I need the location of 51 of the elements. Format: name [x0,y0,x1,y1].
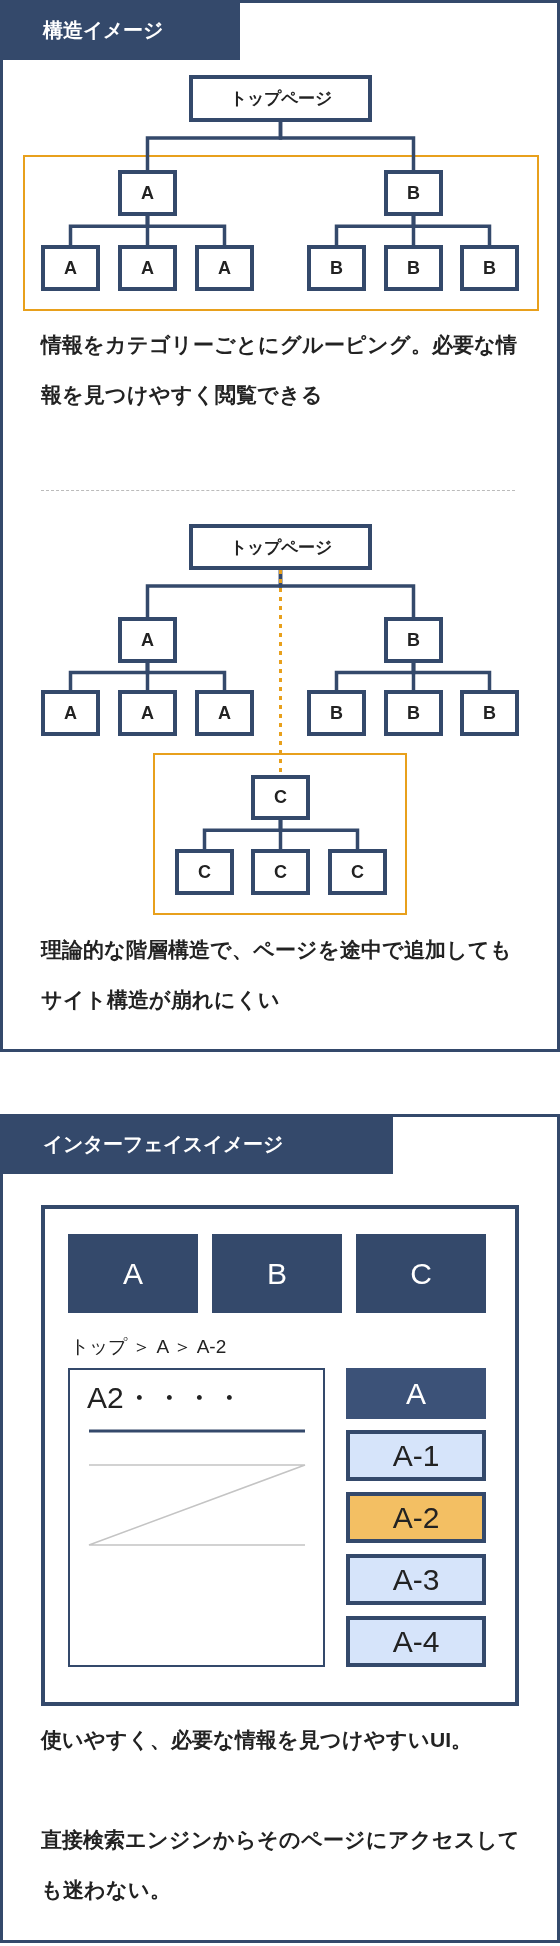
page-box: C [328,849,387,895]
page-box: B [384,245,443,291]
content-area [68,1368,325,1667]
description-text: 使いやすく、必要な情報を見つけやすいUI。 [41,1727,473,1754]
sidebar-heading: A [346,1368,486,1419]
page-box: B [307,690,366,736]
panel [0,1114,560,1943]
page-box: B [307,245,366,291]
page-box: C [251,775,310,820]
page-box: A [118,170,177,216]
nav-tab: B [212,1234,342,1313]
page-box: トップページ [189,524,372,570]
connector-line [145,216,227,245]
description-text: 情報をカテゴリーごとにグルーピング。必要な情報を見つけやすく閲覧できる [41,332,518,408]
page-box: B [384,617,443,663]
page-box: B [460,690,519,736]
screen-frame [41,1205,519,1706]
sidebar-menu-item: A-1 [346,1430,486,1481]
page-box: A [118,617,177,663]
page-box: A [195,245,254,291]
content-heading: A2・・・・ [87,1380,244,1416]
connector-line [278,122,416,170]
page-box: B [384,170,443,216]
panel-heading: インターフェイスイメージ [0,1114,393,1174]
description-text: 理論的な階層構造で、ページを途中で追加してもサイト構造が崩れにくい [41,937,513,1013]
nav-tab: A [68,1234,198,1313]
group-frame [153,753,407,915]
sidebar-menu-item: A-2 [346,1492,486,1543]
connector-line [411,216,492,245]
page-box: A [195,690,254,736]
connector-line [145,663,227,690]
group-frame [23,155,539,311]
page-box: A [41,245,100,291]
sidebar-menu-item: A-4 [346,1616,486,1667]
panel-heading: 構造イメージ [0,0,240,60]
connector-line [278,820,360,849]
page-box: C [175,849,234,895]
page-box: A [41,690,100,736]
breadcrumb: トップ ＞ A ＞ A-2 [70,1335,227,1359]
connector-line [279,570,282,775]
nav-tab: C [356,1234,486,1313]
description-text: 直接検索エンジンからそのページにアクセスしても迷わない。 [41,1827,521,1904]
page-box: A [118,690,177,736]
panel [0,0,560,1052]
page-box: トップページ [189,75,372,122]
page-box: B [384,690,443,736]
page-box: A [118,245,177,291]
page-box: B [460,245,519,291]
connector-line [411,663,492,690]
page-box: C [251,849,310,895]
sidebar-menu-item: A-3 [346,1554,486,1605]
